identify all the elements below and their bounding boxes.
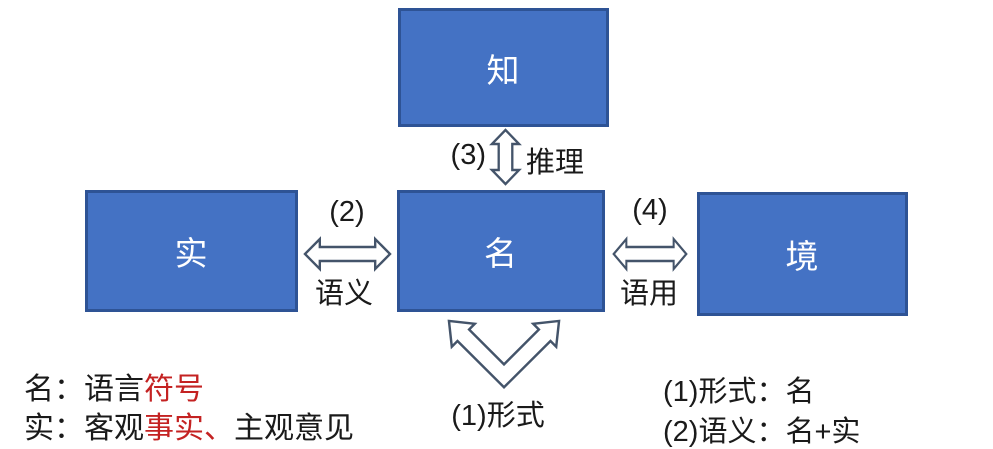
semantics-label: 语义	[314, 278, 373, 310]
legend-right-line1: (1)形式：名	[663, 376, 815, 408]
concept-box-name: 名	[397, 190, 605, 312]
legend-left-line1-red: 符号	[144, 373, 204, 406]
concept-box-reality-label: 实	[174, 235, 209, 272]
legend-left-line1-black: 名：语言	[24, 373, 144, 406]
legend-left-line2-black2: 主观意见	[234, 412, 354, 445]
concept-box-reality: 实	[85, 190, 298, 312]
legend-right: (1)形式：名 (2)语义：名+实	[663, 372, 860, 449]
concept-box-context-label: 境	[785, 238, 820, 275]
inference-label: 推理	[526, 147, 585, 179]
legend-left-line2-red: 事实、	[144, 412, 234, 445]
legend-left-line2-black1: 实：客观	[24, 412, 144, 445]
inference-double-arrow-icon	[489, 128, 522, 186]
pragmatics-number-label: (4)	[632, 194, 668, 226]
legend-left-line1: 名：语言符号	[24, 370, 354, 409]
legend-left: 名：语言符号 实：客观事实、主观意见	[24, 370, 354, 448]
form-label: (1)形式	[451, 400, 545, 432]
inference-number-label: (3)	[450, 139, 486, 171]
semantics-number-label: (2)	[329, 196, 365, 228]
pragmatics-label: 语用	[619, 278, 678, 310]
legend-left-line2: 实：客观事实、主观意见	[24, 409, 354, 448]
concept-box-knowledge: 知	[398, 8, 609, 127]
semantics-double-arrow-icon	[303, 235, 392, 273]
concept-box-name-label: 名	[484, 235, 518, 272]
form-bent-double-arrow-icon	[446, 318, 562, 390]
concept-box-context: 境	[697, 192, 908, 316]
legend-right-line2: (2)语义：名+实	[663, 416, 861, 448]
pragmatics-double-arrow-icon	[612, 235, 688, 273]
concept-box-knowledge-label: 知	[486, 51, 521, 89]
